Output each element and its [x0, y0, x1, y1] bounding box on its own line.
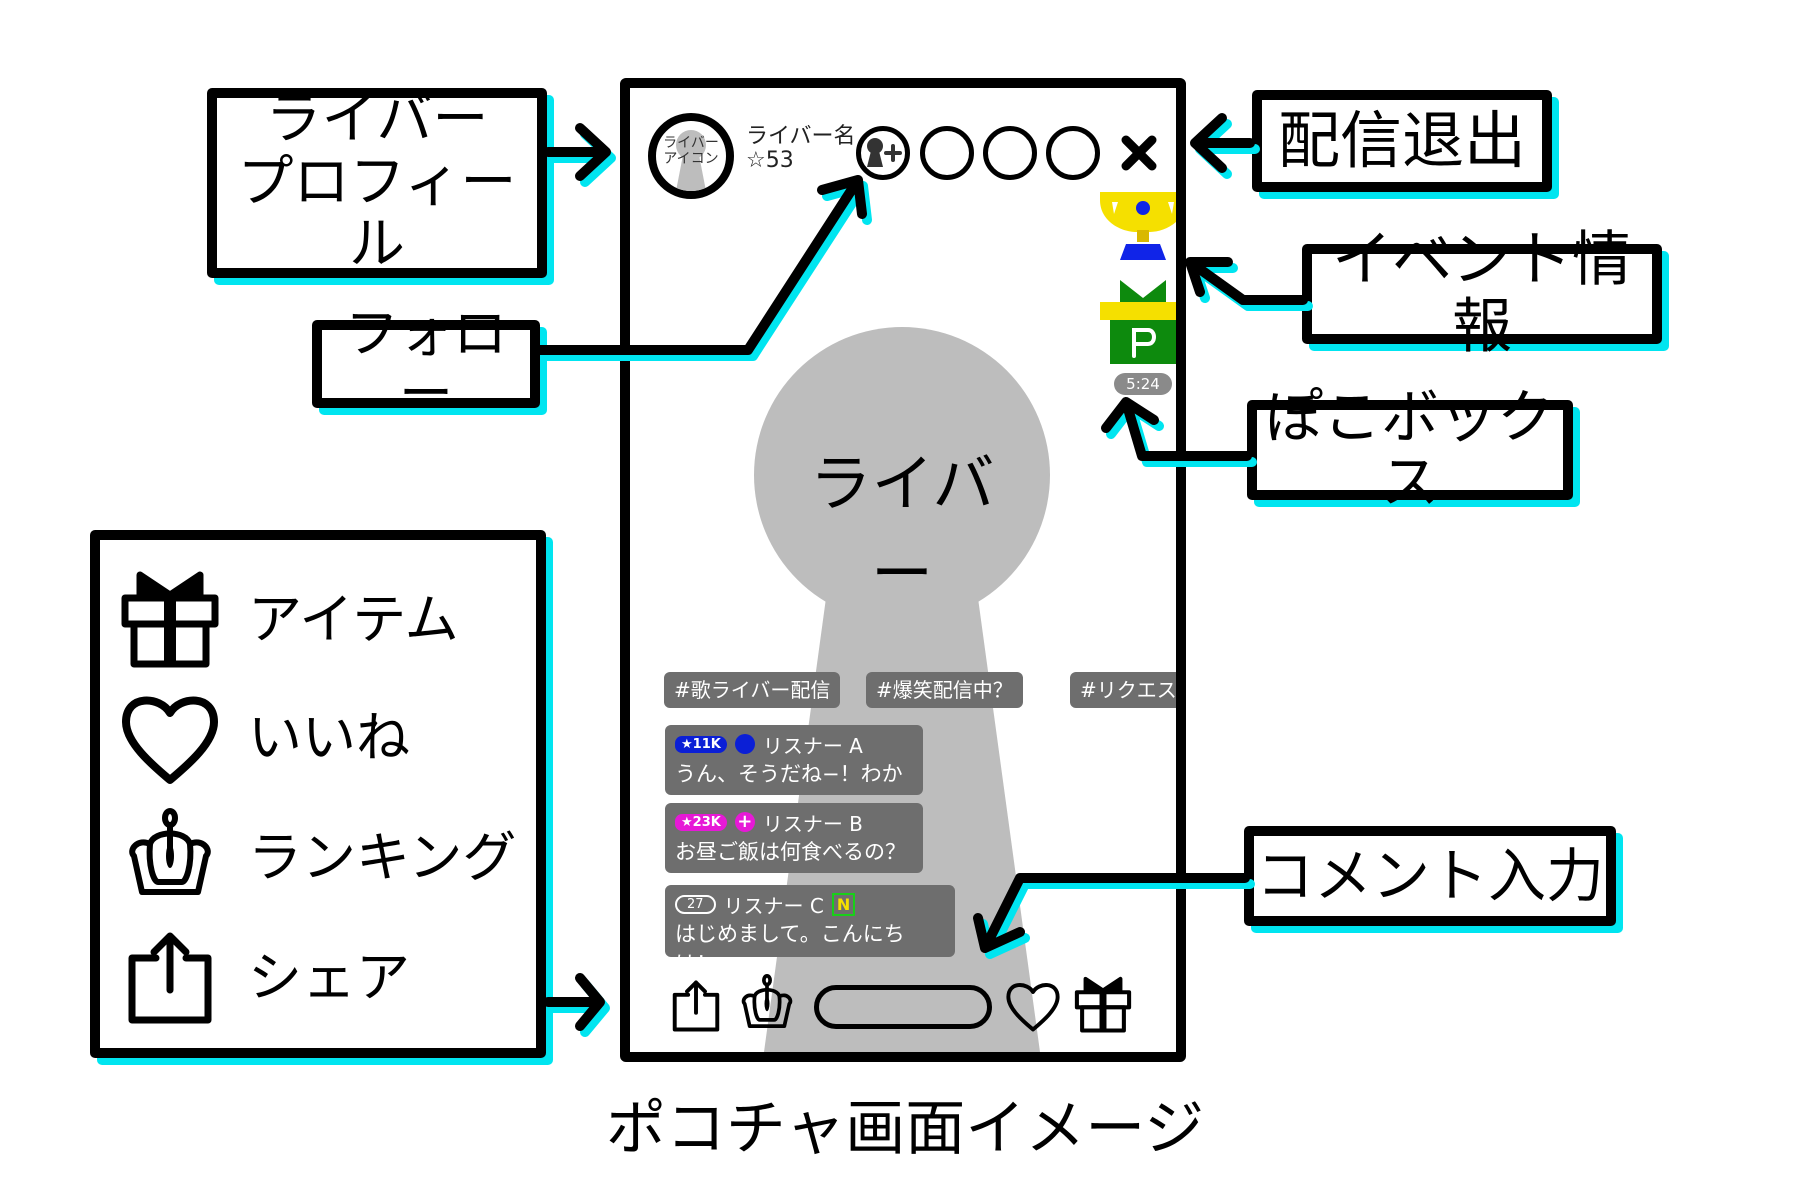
viewer-avatar-2[interactable] [983, 126, 1037, 180]
poko-box-timer: 5:24 [1114, 373, 1172, 395]
comment-username[interactable]: リスナー A [762, 733, 863, 758]
legend-item-gift: アイテム [120, 570, 459, 670]
comment-item: ★11K リスナー A うん、そうだね−！わかる− [665, 725, 923, 816]
comment-username[interactable]: リスナー B [762, 811, 863, 836]
legend-label-like: いいね [248, 705, 410, 769]
heart-icon [122, 696, 218, 784]
listener-rank-icon [734, 734, 755, 754]
follow-button[interactable] [856, 126, 910, 180]
poko-box-icon[interactable] [1098, 278, 1186, 368]
viewer-avatar-3[interactable] [1046, 126, 1100, 180]
close-icon[interactable] [1116, 130, 1162, 176]
liver-name[interactable]: ライバー名 [746, 124, 856, 149]
comment-input[interactable] [814, 985, 992, 1029]
liver-avatar[interactable]: ライバー アイコン [648, 113, 734, 199]
callout-liver-profile: ライバー プロフィール [207, 88, 547, 278]
callout-follow: フォロー [312, 303, 540, 424]
hashtag-chip[interactable]: #リクエスト [1070, 672, 1176, 708]
legend-label-ranking: ランキング [248, 825, 517, 889]
share-icon [128, 932, 212, 1024]
ranking-button[interactable] [734, 974, 800, 1036]
comment-item: 27 リスナー C N はじめまして。こんにちは！ [665, 885, 955, 976]
viewer-avatar-1[interactable] [920, 126, 974, 180]
listener-level-badge: 27 [675, 894, 716, 914]
legend-item-heart: いいね [120, 688, 410, 788]
arrow-poko-box [1101, 397, 1252, 461]
hashtag-chip[interactable]: #爆笑配信中？ [866, 672, 1023, 708]
listener-level-badge: ★23K [675, 813, 727, 831]
listener-plus-icon: + [734, 812, 755, 832]
listener-level-badge: ★11K [675, 735, 727, 753]
legend-label-item: アイテム [248, 587, 459, 651]
gift-item-button[interactable] [1074, 976, 1132, 1034]
icon-legend: アイテム いいね ランキング シェア [90, 530, 546, 1058]
legend-label-share: シェア [248, 945, 410, 1009]
avatar-placeholder-text: ライバー アイコン [663, 135, 719, 167]
arrow-event-info [1185, 257, 1308, 305]
share-button[interactable] [668, 978, 724, 1034]
arrow-exit-stream [1190, 113, 1255, 173]
legend-item-crown: ランキング [120, 808, 516, 908]
comment-username[interactable]: リスナー C [723, 893, 824, 918]
arrow-legend [543, 973, 605, 1031]
new-listener-tag: N [831, 892, 856, 916]
callout-exit-stream: 配信退出 [1252, 90, 1552, 192]
follow-user-plus-icon [867, 138, 902, 167]
phone-screen: ライバー ライバー アイコン ライバー名 ☆53 5 [620, 78, 1186, 1062]
arrow-follow [535, 175, 867, 355]
comment-item: ★23K + リスナー B お昼ご飯は何食べるの？ [665, 803, 923, 873]
liver-star-count: ☆53 [746, 148, 794, 173]
crown-icon [129, 808, 211, 895]
liver-figure-label: ライバー [809, 447, 995, 610]
like-button[interactable] [1005, 978, 1061, 1034]
diagram-caption: ポコチャ画面イメージ [605, 1094, 1205, 1164]
hashtag-chip[interactable]: #歌ライバー配信 [664, 672, 841, 708]
avatar-silhouette [676, 130, 706, 191]
legend-item-share: シェア [120, 928, 410, 1028]
comment-text: はじめまして。こんにちは！ [675, 922, 905, 976]
arrow-comment-input [973, 873, 1250, 953]
comment-text: お昼ご飯は何食べるの？ [675, 840, 906, 864]
event-trophy-icon[interactable] [1098, 186, 1186, 266]
arrow-liver-profile [543, 123, 611, 181]
gift-icon [121, 571, 219, 668]
callout-comment-input: コメント入力 [1244, 826, 1616, 926]
